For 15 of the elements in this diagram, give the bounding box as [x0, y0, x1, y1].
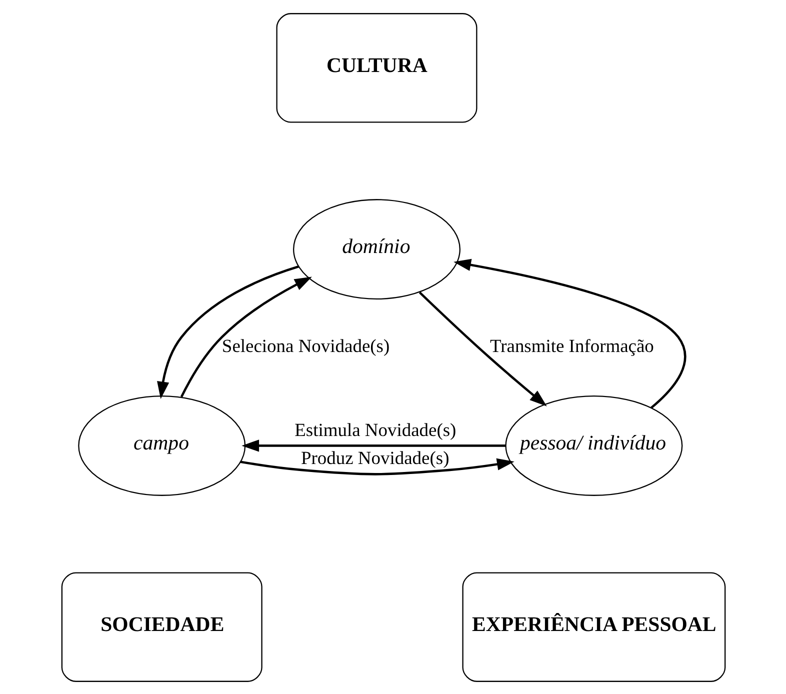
node-box: EXPERIÊNCIA PESSOAL: [462, 572, 726, 682]
edge-label: Transmite Informação: [489, 335, 654, 356]
arrow: [240, 458, 514, 475]
node-ellipse: campo: [78, 394, 246, 496]
arrow: [418, 291, 546, 406]
arrow: [156, 264, 299, 399]
arrow: [180, 276, 312, 397]
edge-label: Produz Novidade(s): [300, 447, 449, 468]
edge-label: Estimula Novidade(s): [294, 420, 456, 440]
edge-label: Seleciona Novidade(s): [221, 335, 390, 356]
node-box: CULTURA: [276, 12, 477, 122]
arrow: [453, 258, 686, 408]
arrow: [241, 439, 506, 452]
node-ellipse: pessoa/ indivíduo: [504, 394, 682, 496]
node-box: SOCIEDADE: [60, 572, 262, 682]
